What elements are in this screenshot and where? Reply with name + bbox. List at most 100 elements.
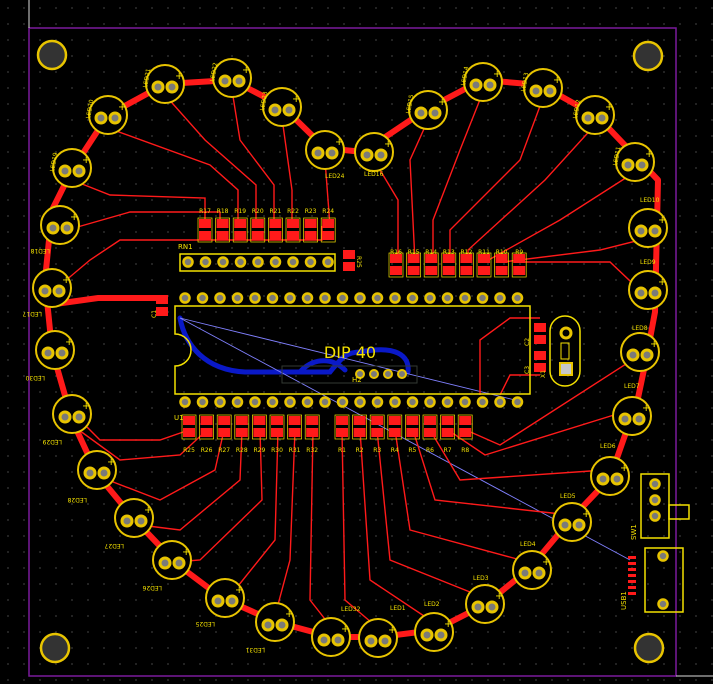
led-footprint[interactable]: + [212,58,252,98]
crystal-x1[interactable]: X1 [540,315,581,387]
smd-resistor[interactable] [285,217,301,243]
led-label: LED1 [390,605,406,612]
led-polarity-mark: + [388,625,396,636]
smd-resistor[interactable] [387,414,403,440]
led-footprint[interactable]: + [205,578,245,618]
mcu-pin [459,396,471,408]
led-footprint[interactable]: + [552,502,592,542]
led-footprint[interactable]: + [40,205,80,245]
smd-resistor[interactable] [252,414,267,440]
led-footprint[interactable]: + [512,550,552,590]
smd-resistor[interactable] [199,414,214,440]
signal-trace [164,94,257,226]
smd-resistor[interactable] [494,252,509,278]
led-footprint[interactable]: + [615,142,655,182]
smd-resistor[interactable] [369,414,385,440]
signal-trace [412,429,571,516]
led-label: LED17 [22,310,42,317]
mcu-pin [354,292,366,304]
led-footprint[interactable]: + [255,602,295,642]
smd-resistor[interactable] [303,217,318,243]
mcu-pin [406,292,419,304]
led-footprint[interactable]: + [152,540,192,580]
mcu-pin [511,292,524,304]
mcu-pin [179,292,191,304]
smd-resistor[interactable] [352,414,367,440]
smd-resistor[interactable] [334,414,350,440]
smd-resistor[interactable] [216,414,232,440]
led-footprint[interactable]: + [620,332,660,372]
led-footprint[interactable]: + [612,396,652,436]
led-footprint[interactable]: + [52,394,92,434]
led-footprint[interactable]: + [145,64,185,104]
smd-resistor[interactable] [511,252,527,278]
smd-resistor[interactable] [457,414,473,440]
smd-resistor[interactable] [234,414,250,440]
smd-resistor[interactable] [197,217,213,243]
led-footprint[interactable]: + [52,148,92,188]
resistor-network[interactable]: RN1 [178,243,336,272]
led-footprint[interactable]: + [262,87,302,127]
led-footprint[interactable]: + [465,584,505,624]
resistor-label: R24 [322,208,334,215]
led-footprint[interactable]: + [77,450,117,490]
smd-pad [534,335,546,344]
resnet-pin [182,256,194,268]
smd-resistor[interactable] [232,217,248,243]
led-footprint[interactable]: + [358,618,398,658]
led-footprint[interactable]: + [408,90,448,130]
silkscreen-labels: LED1LED2LED3LED4LED5LED6LED7LED8LED9LED1… [22,62,659,653]
mcu-pin [319,396,331,408]
smd-resistor[interactable] [406,252,421,278]
switch-pin [649,478,661,490]
led-footprint[interactable]: + [463,62,503,102]
smd-resistor[interactable] [405,414,420,440]
led-footprint[interactable]: + [35,330,75,370]
smd-resistor[interactable] [250,217,266,243]
led-polarity-mark: + [70,212,78,223]
header-h2[interactable]: H2 [281,365,418,384]
smd-resistor[interactable] [441,252,457,278]
header-pin [355,369,365,379]
mcu-footprint[interactable]: DIP 40 U1 [174,305,531,422]
resnet-pin [269,256,282,268]
led-footprint[interactable]: + [523,68,563,108]
led-footprint[interactable]: + [414,612,454,652]
led-footprint[interactable]: + [575,95,615,135]
smd-resistor[interactable] [459,252,474,278]
led-footprint[interactable]: + [32,268,72,308]
led-footprint[interactable]: + [305,130,345,170]
usb-usb1[interactable]: USB1 [620,547,684,613]
led-footprint[interactable]: + [628,270,668,310]
mcu-pin [301,396,314,408]
led-footprint[interactable]: + [88,95,128,135]
signal-trace [231,89,275,226]
resnet-pin [322,256,334,268]
signal-trace [394,429,529,563]
led-footprint[interactable]: + [628,208,668,248]
smd-resistor[interactable] [268,217,283,243]
smd-resistor[interactable] [440,414,455,440]
smd-resistor[interactable] [269,414,285,440]
led-footprint[interactable]: + [354,132,394,172]
led-polarity-mark: + [292,94,300,105]
smd-resistor[interactable] [423,252,439,278]
smd-resistor[interactable] [304,414,320,440]
led-footprint[interactable]: + [114,498,154,538]
led-label: LED7 [624,383,640,390]
smd-resistor[interactable] [476,252,492,278]
smd-pad [534,351,546,360]
smd-resistor[interactable] [181,414,197,440]
capacitors[interactable]: C1 C2 C3 [151,310,531,374]
smd-resistor[interactable] [215,217,230,243]
switch-sw1[interactable]: SW1 [630,473,690,540]
smd-resistor[interactable] [320,217,336,243]
led-footprint[interactable]: + [311,617,351,657]
smd-resistor[interactable] [287,414,302,440]
smd-resistor[interactable] [422,414,438,440]
led-polarity-mark: + [107,457,115,468]
smd-resistor[interactable] [388,252,404,278]
led-footprint[interactable]: + [590,456,630,496]
mcu-pin [284,292,296,304]
